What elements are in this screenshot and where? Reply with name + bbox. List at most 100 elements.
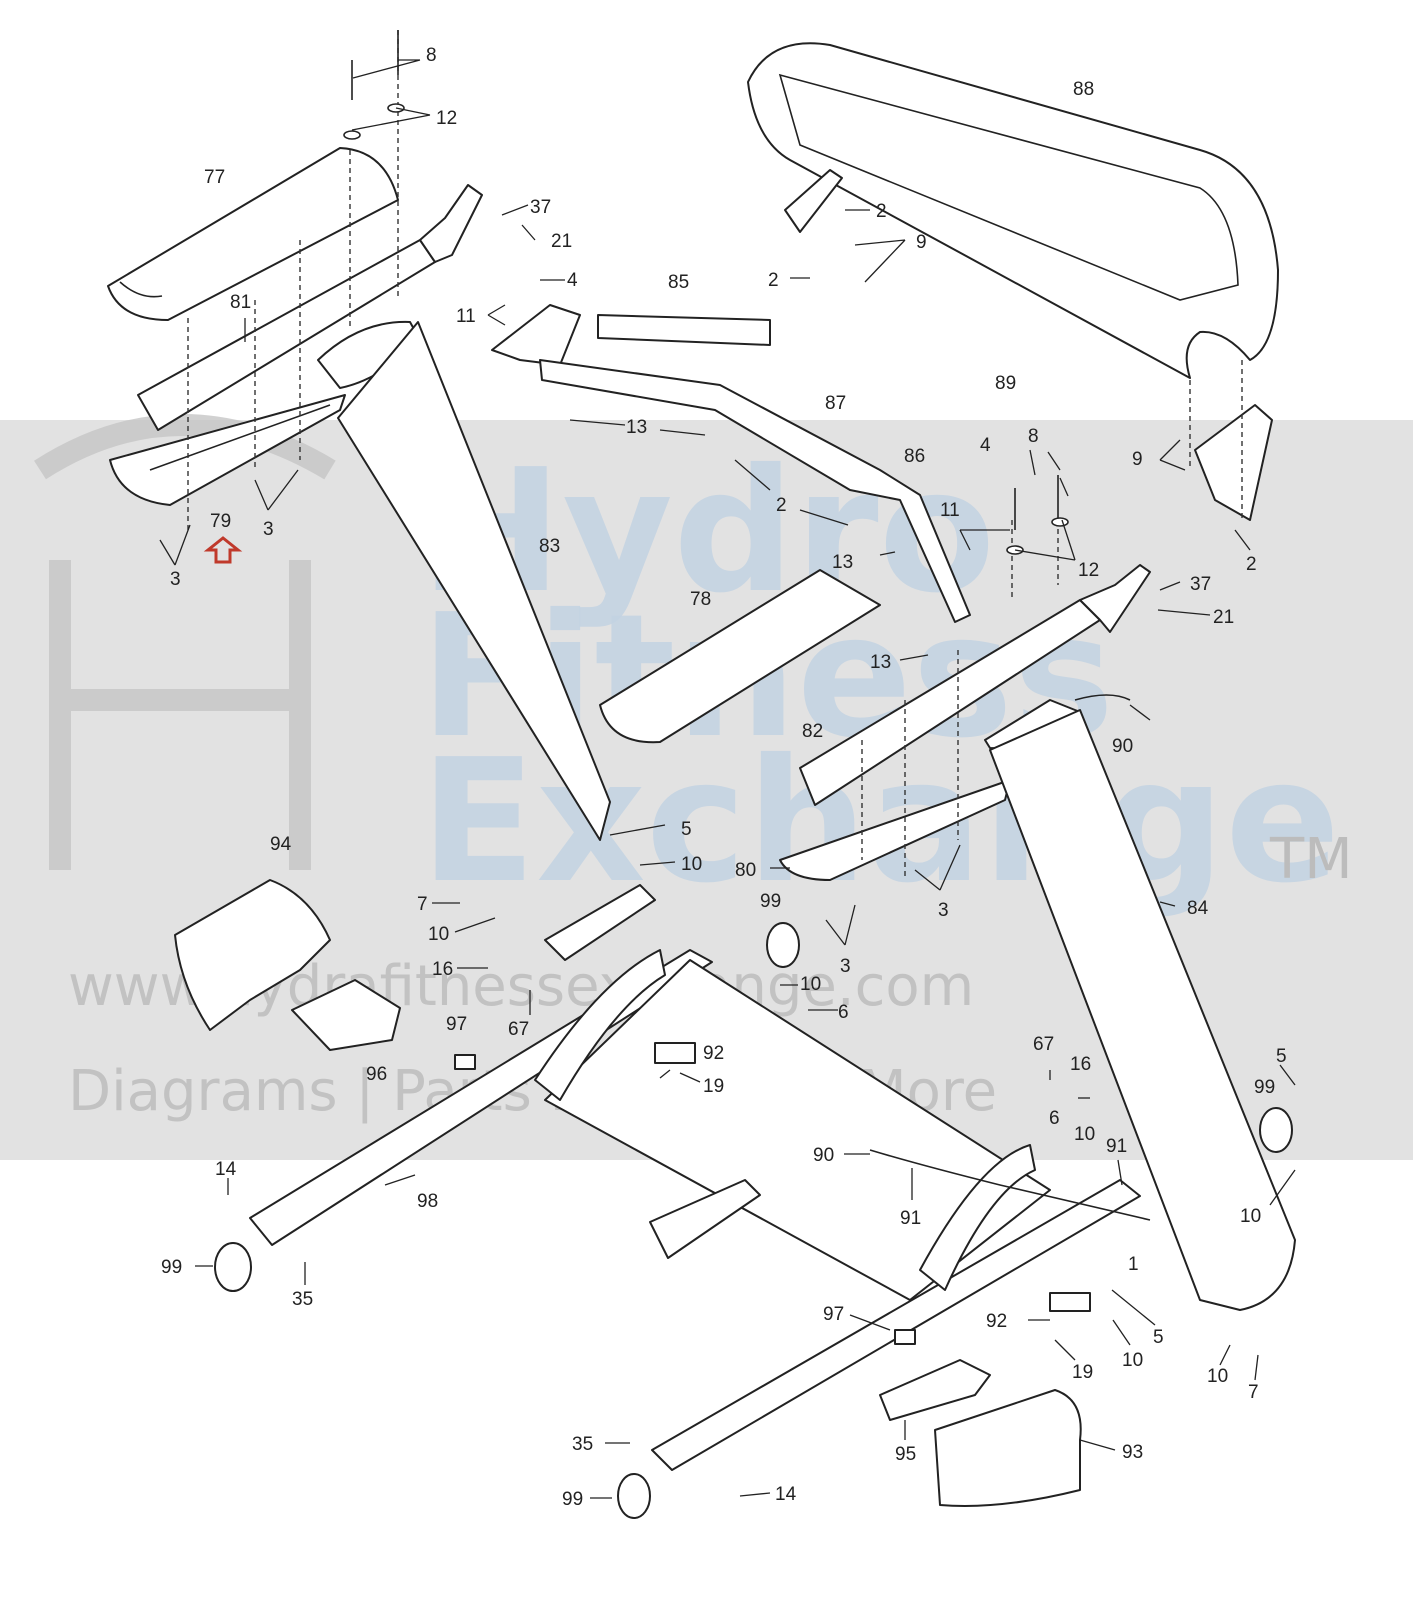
callout-5[interactable]: 5 [1276, 1046, 1287, 1067]
callout-35[interactable]: 35 [292, 1289, 313, 1310]
part-83-left-upright [337, 321, 611, 841]
callout-13[interactable]: 13 [870, 652, 891, 673]
callout-88[interactable]: 88 [1073, 79, 1094, 100]
callout-2[interactable]: 2 [776, 495, 787, 516]
callout-10[interactable]: 10 [1240, 1206, 1261, 1227]
callout-10[interactable]: 10 [428, 924, 449, 945]
part-93-right-hood-cover [934, 1389, 1082, 1507]
part-80-right-handrail-base [779, 779, 1011, 881]
callout-8[interactable]: 8 [426, 45, 437, 66]
wheels-group [214, 922, 1293, 1519]
callout-2[interactable]: 2 [876, 201, 887, 222]
callout-11[interactable]: 11 [456, 306, 476, 327]
callout-3[interactable]: 3 [263, 519, 274, 540]
callout-92[interactable]: 92 [703, 1043, 724, 1064]
part-85-right-grip-bracket [491, 304, 581, 366]
part-95-right-cover [879, 1359, 991, 1421]
callout-77[interactable]: 77 [204, 167, 225, 188]
callout-6[interactable]: 6 [1049, 1108, 1060, 1129]
callout-9[interactable]: 9 [916, 232, 927, 253]
callout-37[interactable]: 37 [530, 197, 551, 218]
callout-4[interactable]: 4 [567, 270, 578, 291]
callout-5[interactable]: 5 [681, 819, 692, 840]
callout-10[interactable]: 10 [681, 854, 702, 875]
callout-91[interactable]: 91 [900, 1208, 921, 1229]
callout-99[interactable]: 99 [1254, 1077, 1275, 1098]
callout-14[interactable]: 14 [775, 1484, 797, 1505]
callout-10[interactable]: 10 [1207, 1366, 1228, 1387]
callout-10[interactable]: 10 [800, 974, 821, 995]
callout-99[interactable]: 99 [562, 1489, 583, 1510]
callout-35[interactable]: 35 [572, 1434, 593, 1455]
part-85-grip [597, 314, 771, 346]
callout-21[interactable]: 21 [1213, 607, 1234, 628]
callout-2[interactable]: 2 [1246, 554, 1257, 575]
leader-lines [159, 59, 1296, 1499]
callout-37[interactable]: 37 [1190, 574, 1211, 595]
callout-16[interactable]: 16 [1070, 1054, 1091, 1075]
callout-67[interactable]: 67 [508, 1019, 529, 1040]
part-84-right-upright [989, 709, 1296, 1311]
callout-99[interactable]: 99 [760, 891, 781, 912]
callout-1[interactable]: 1 [1128, 1254, 1139, 1275]
callout-81[interactable]: 81 [230, 292, 251, 313]
assembly-guide-lines [187, 30, 399, 530]
part-78-hood [599, 569, 881, 744]
callout-94[interactable]: 94 [270, 834, 292, 855]
callout-8[interactable]: 8 [1028, 426, 1039, 447]
callout-79[interactable]: 79 [210, 511, 231, 532]
callout-3[interactable]: 3 [840, 956, 851, 977]
callout-10[interactable]: 10 [1074, 1124, 1095, 1145]
callout-21[interactable]: 21 [551, 231, 572, 252]
callout-97[interactable]: 97 [446, 1014, 467, 1035]
callout-84[interactable]: 84 [1187, 898, 1209, 919]
callout-83[interactable]: 83 [539, 536, 560, 557]
callout-6[interactable]: 6 [838, 1002, 849, 1023]
part-98-right-curve [919, 1144, 1036, 1291]
callout-11[interactable]: 11 [940, 500, 960, 521]
callout-87[interactable]: 87 [825, 393, 846, 414]
callout-19[interactable]: 19 [1072, 1362, 1093, 1383]
callout-7[interactable]: 7 [1248, 1382, 1259, 1403]
callout-13[interactable]: 13 [832, 552, 853, 573]
callout-12[interactable]: 12 [1078, 560, 1099, 581]
callout-85[interactable]: 85 [668, 272, 689, 293]
callout-99[interactable]: 99 [161, 1257, 182, 1278]
callout-80[interactable]: 80 [735, 860, 756, 881]
callout-16[interactable]: 16 [432, 959, 453, 980]
callout-67[interactable]: 67 [1033, 1034, 1054, 1055]
part-81-upright-bracket [419, 184, 483, 263]
callout-19[interactable]: 19 [703, 1076, 724, 1097]
callout-9[interactable]: 9 [1132, 449, 1143, 470]
callout-5[interactable]: 5 [1153, 1327, 1164, 1348]
callout-90[interactable]: 90 [813, 1145, 834, 1166]
callout-12[interactable]: 12 [436, 108, 457, 129]
callout-82[interactable]: 82 [802, 721, 823, 742]
part-90-wire-lower [869, 1149, 1151, 1221]
part-99-rear-left-wheel [766, 922, 800, 968]
callout-7[interactable]: 7 [417, 894, 428, 915]
part-98-center-tube [649, 1179, 761, 1259]
callout-92[interactable]: 92 [986, 1311, 1007, 1332]
callout-10[interactable]: 10 [1122, 1350, 1143, 1371]
callout-89[interactable]: 89 [995, 373, 1016, 394]
callout-labels: 8 12 77 37 21 4 11 85 81 88 2 9 2 89 13 … [161, 45, 1287, 1510]
part-82-upright-bracket [1079, 564, 1151, 633]
callout-14[interactable]: 14 [215, 1159, 237, 1180]
callout-4[interactable]: 4 [980, 435, 991, 456]
callout-13[interactable]: 13 [626, 417, 647, 438]
callout-96[interactable]: 96 [366, 1064, 387, 1085]
callout-91[interactable]: 91 [1106, 1136, 1127, 1157]
callout-3[interactable]: 3 [938, 900, 949, 921]
covers-group [174, 879, 1091, 1507]
callout-3[interactable]: 3 [170, 569, 181, 590]
callout-98[interactable]: 98 [417, 1191, 438, 1212]
callout-97[interactable]: 97 [823, 1304, 844, 1325]
highlight-arrow-part-79[interactable] [203, 536, 243, 564]
callout-90[interactable]: 90 [1112, 736, 1133, 757]
callout-95[interactable]: 95 [895, 1444, 916, 1465]
callout-93[interactable]: 93 [1122, 1442, 1143, 1463]
callout-78[interactable]: 78 [690, 589, 711, 610]
callout-2[interactable]: 2 [768, 270, 779, 291]
callout-86[interactable]: 86 [904, 446, 925, 467]
